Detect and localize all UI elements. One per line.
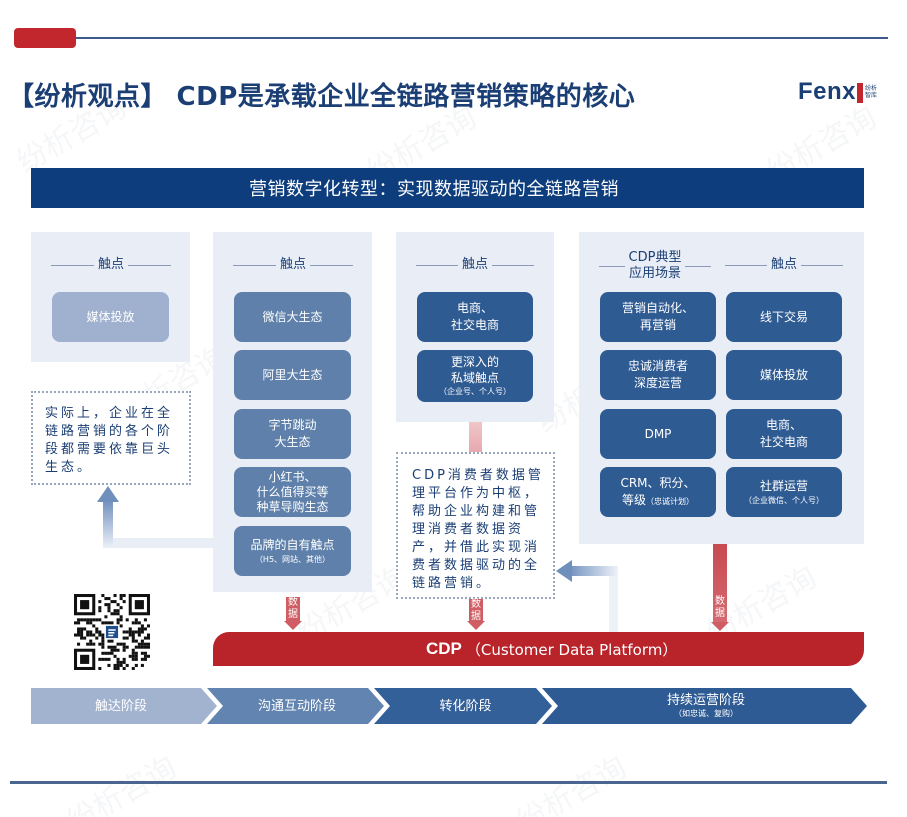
node-dmp: DMP	[600, 409, 716, 459]
arrow-up-icon	[97, 486, 119, 502]
node-community-ops: 社群运营 （企业微信、个人号）	[726, 467, 842, 517]
stage-convert: 转化阶段	[439, 698, 492, 714]
panel-heading: 触点	[233, 257, 354, 273]
data-arrow-label: 数据	[469, 599, 483, 622]
node-media-ads: 媒体投放	[726, 350, 842, 400]
connector-vertical	[103, 500, 113, 546]
footer-divider	[10, 781, 887, 784]
cdp-platform-bar: CDP （Customer Data Platform）	[213, 632, 864, 666]
cdp-fullname: （Customer Data Platform）	[465, 640, 678, 659]
panel-heading: 触点	[416, 257, 535, 273]
arrow-down-icon	[467, 621, 485, 630]
arrow-left-icon	[556, 560, 572, 582]
node-owned-touchpoints: 品牌的自有触点 （H5、网站、其他）	[234, 526, 351, 576]
panel-interact: 触点 微信大生态 阿里大生态 字节跳动 大生态 小红书、 什么值得买等 种草导购…	[213, 232, 372, 592]
brand-logo: Fenx 纷析智库	[798, 78, 879, 106]
node-offline-trade: 线下交易	[726, 292, 842, 342]
stage-chevrons	[31, 688, 867, 724]
node-private-domain: 更深入的 私域触点 （企业号、个人号）	[417, 350, 533, 402]
banner-text: 营销数字化转型：实现数据驱动的全链路营销	[249, 179, 619, 200]
data-arrow-label: 数据	[286, 597, 300, 621]
stage-chevron-interact	[207, 688, 384, 724]
connector-vertical	[609, 566, 618, 632]
node-wechat-ecosystem: 微信大生态	[234, 292, 351, 342]
panel-operate: CDP典型应用场景 触点 营销自动化、 再营销 忠诚消费者 深度运营 DMP C…	[579, 232, 864, 544]
panel-reach: 触点 媒体投放	[31, 232, 190, 362]
node-loyal-consumers: 忠诚消费者 深度运营	[600, 350, 716, 400]
stage-chevron-convert	[374, 688, 552, 724]
cdp-name: CDP	[426, 639, 462, 658]
panel-convert: 触点 电商、 社交电商 更深入的 私域触点 （企业号、个人号）	[396, 232, 554, 422]
panel-heading-touchpoints: 触点	[725, 257, 844, 273]
logo-i-mark	[857, 83, 864, 103]
header-divider	[76, 37, 888, 39]
stage-chevron-reach	[31, 688, 217, 724]
node-ecommerce: 电商、 社交电商	[417, 292, 533, 342]
connector-horizontal	[568, 566, 618, 576]
node-seeding-ecosystem: 小红书、 什么值得买等 种草导购生态	[234, 467, 351, 517]
connector-horizontal	[103, 538, 213, 548]
panel-heading-scenarios: CDP典型应用场景	[599, 250, 711, 282]
stage-flow: 触达阶段 沟通互动阶段 转化阶段 持续运营阶段 （如忠诚、复购）	[31, 688, 867, 724]
stage-chevron-operate	[542, 688, 867, 724]
node-bytedance-ecosystem: 字节跳动 大生态	[234, 409, 351, 459]
logo-subtitle: 纷析智库	[865, 85, 878, 99]
data-arrow: 数据	[711, 544, 729, 631]
arrow-down-icon	[284, 621, 302, 630]
section-banner: 营销数字化转型：实现数据驱动的全链路营销	[31, 168, 864, 208]
node-marketing-automation: 营销自动化、 再营销	[600, 292, 716, 342]
node-ecommerce: 电商、 社交电商	[726, 409, 842, 459]
stage-interact: 沟通互动阶段	[257, 698, 336, 714]
callout-ecosystem-note: 实际上，企业在全链路营销的各个阶段都需要依靠巨头生态。	[31, 391, 191, 485]
node-media-ads: 媒体投放	[52, 292, 169, 342]
header-accent-bar	[14, 28, 76, 48]
node-crm-loyalty: CRM、积分、 等级（忠诚计划）	[600, 467, 716, 517]
stage-operate: 持续运营阶段 （如忠诚、复购）	[666, 693, 745, 718]
connector-pink	[469, 422, 482, 452]
callout-cdp-note: CDP消费者数据管理平台作为中枢，帮助企业构建和管理消费者数据资产，并借此实现消…	[396, 452, 555, 599]
stage-reach: 触达阶段	[94, 698, 147, 714]
node-alibaba-ecosystem: 阿里大生态	[234, 350, 351, 400]
data-arrow: 数据	[284, 597, 302, 630]
logo-text: Fenx	[798, 78, 857, 105]
arrow-down-icon	[711, 622, 729, 631]
panel-heading: 触点	[51, 257, 172, 273]
data-arrow: 数据	[467, 599, 485, 630]
qr-code	[74, 594, 150, 670]
data-arrow-label: 数据	[713, 544, 727, 622]
page-title: 【纷析观点】 CDP是承载企业全链路营销策略的核心	[8, 82, 636, 112]
